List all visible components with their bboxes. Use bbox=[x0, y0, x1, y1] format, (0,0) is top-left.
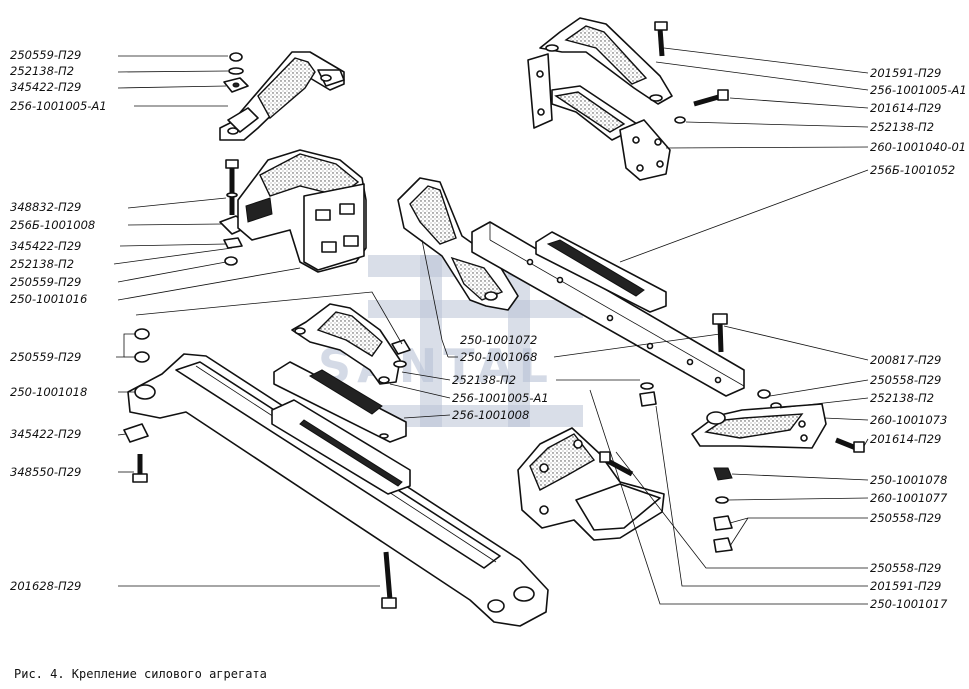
part-label: 200817-П29 bbox=[870, 353, 941, 367]
part-label: 201591-П29 bbox=[870, 579, 941, 593]
figure-caption: Рис. 4. Крепление силового агрегата bbox=[14, 667, 267, 681]
part-label: 201628-П29 bbox=[10, 579, 81, 593]
part-label: 256-1001008 bbox=[452, 408, 529, 422]
right-bracket bbox=[691, 313, 865, 553]
part-label: 201614-П29 bbox=[870, 101, 941, 115]
part-label: 250559-П29 bbox=[10, 275, 81, 289]
center-cushion bbox=[273, 303, 411, 443]
part-label: 250-1001068 bbox=[460, 350, 537, 364]
part-label: 256-1001005-А1 bbox=[10, 99, 107, 113]
part-label: 250-1001018 bbox=[10, 385, 87, 399]
leader-lines-center bbox=[135, 239, 721, 419]
part-label: 250-1001017 bbox=[870, 597, 948, 611]
part-label: 256Б-1001052 bbox=[870, 163, 955, 177]
part-label: 252138-П2 bbox=[870, 391, 934, 405]
part-label: 250558-П29 bbox=[870, 561, 941, 575]
top-left-cushion bbox=[219, 51, 345, 141]
part-label: 252138-П2 bbox=[452, 373, 516, 387]
leader-lines-left bbox=[113, 55, 380, 587]
lower-right-bracket bbox=[517, 382, 665, 541]
leader-lines-right bbox=[589, 47, 869, 605]
crossmember-rail bbox=[471, 221, 745, 397]
lower-crossmember bbox=[123, 328, 549, 627]
part-label: 250559-П29 bbox=[10, 350, 81, 364]
part-label: 201591-П29 bbox=[870, 66, 941, 80]
labels-left: 250559-П29 252138-П2 345422-П29 256-1001… bbox=[10, 48, 107, 593]
central-bracket bbox=[397, 177, 519, 311]
part-label: 250-1001072 bbox=[460, 333, 537, 347]
part-label: 250-1001078 bbox=[870, 473, 947, 487]
top-right-cushion-plate bbox=[527, 17, 729, 181]
part-label: 250-1001016 bbox=[10, 292, 87, 306]
labels-right: 201591-П29 256-1001005-А1 201614-П29 252… bbox=[870, 66, 967, 611]
part-label: 252138-П2 bbox=[10, 257, 74, 271]
part-label: 260-1001073 bbox=[870, 413, 947, 427]
part-label: 260-1001077 bbox=[870, 491, 948, 505]
part-label: 250558-П29 bbox=[870, 511, 941, 525]
part-label: 345422-П29 bbox=[10, 427, 81, 441]
part-label: 252138-П2 bbox=[10, 64, 74, 78]
part-label: 256-1001005-А1 bbox=[870, 83, 967, 97]
rubber-pad-upper bbox=[535, 231, 667, 313]
part-label: 260-1001040-01 bbox=[870, 140, 966, 154]
part-label: 348550-П29 bbox=[10, 465, 81, 479]
part-label: 256-1001005-А1 bbox=[452, 391, 549, 405]
part-label: 252138-П2 bbox=[870, 120, 934, 134]
part-label: 250558-П29 bbox=[870, 373, 941, 387]
part-label: 201614-П29 bbox=[870, 432, 941, 446]
part-label: 348832-П29 bbox=[10, 200, 81, 214]
labels-center: 250-1001072 250-1001068 252138-П2 256-10… bbox=[452, 333, 549, 422]
part-label: 345422-П29 bbox=[10, 239, 81, 253]
left-engine-bracket bbox=[219, 149, 367, 273]
part-label: 345422-П29 bbox=[10, 80, 81, 94]
part-label: 256Б-1001008 bbox=[10, 218, 95, 232]
part-label: 250559-П29 bbox=[10, 48, 81, 62]
